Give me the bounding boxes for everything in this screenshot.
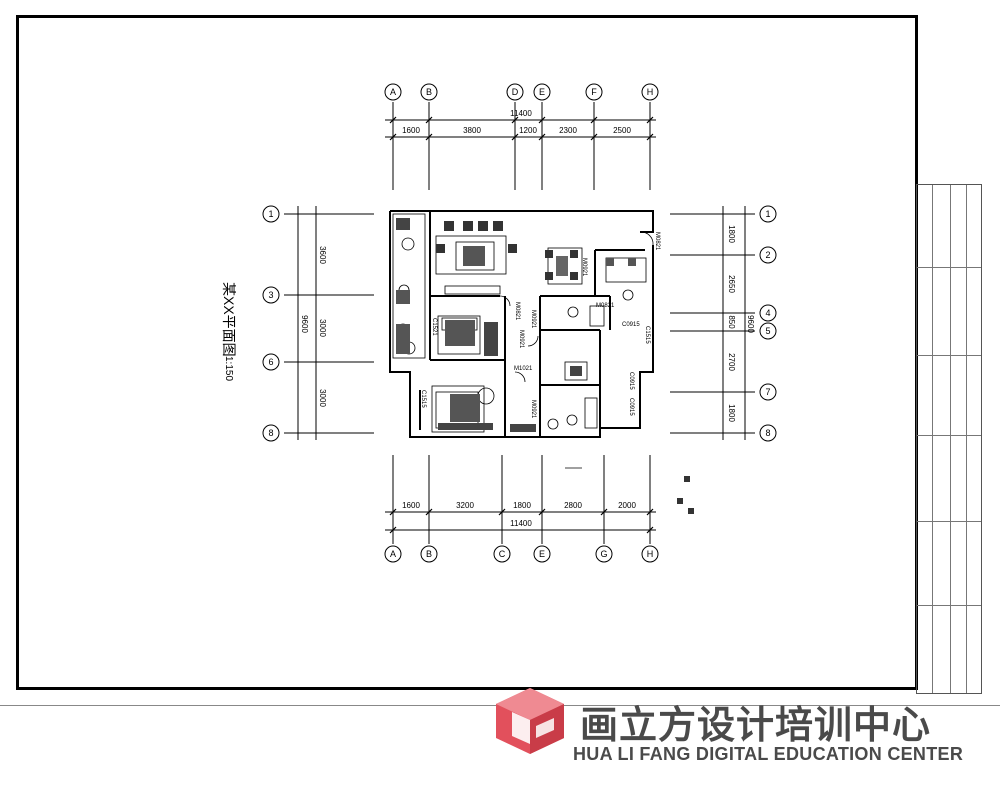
drawing-scale: 1:150 xyxy=(223,356,234,381)
door-label: M0821 xyxy=(654,232,660,251)
axis-label-top: B xyxy=(426,87,432,97)
dimension-total-left: 9600 xyxy=(300,315,309,333)
dimension-top: 2300 xyxy=(559,126,577,135)
dimension-bottom: 2000 xyxy=(618,501,636,510)
axis-label-bottom: E xyxy=(539,549,545,559)
drawing-title: 某XX平面图 xyxy=(221,282,237,357)
dimension-left: 3600 xyxy=(318,246,327,264)
title-block-divider xyxy=(917,521,981,522)
axis-label-right: 4 xyxy=(765,308,770,318)
axis-label-left: 3 xyxy=(268,290,273,300)
window-label: C0915 xyxy=(628,398,634,416)
door-label: M0821 xyxy=(596,303,615,309)
dimension-total-top: 11400 xyxy=(510,109,532,118)
door-label: M0921 xyxy=(530,310,536,329)
title-block-divider xyxy=(950,185,951,693)
axis-label-left: 1 xyxy=(268,209,273,219)
dimension-right: 2650 xyxy=(727,275,736,293)
watermark-en: HUA LI FANG DIGITAL EDUCATION CENTER xyxy=(573,744,964,764)
window-label: C1515 xyxy=(644,326,650,344)
axis-label-bottom: A xyxy=(390,549,396,559)
title-block-divider xyxy=(932,185,933,693)
axis-label-left: 6 xyxy=(268,357,273,367)
axis-label-top: A xyxy=(390,87,396,97)
dimension-right: 1800 xyxy=(727,225,736,243)
axis-label-bottom: G xyxy=(600,549,607,559)
axis-label-right: 5 xyxy=(765,326,770,336)
axis-label-top: H xyxy=(647,87,654,97)
window-label: C0915 xyxy=(622,322,640,328)
title-block-divider xyxy=(966,185,967,693)
dimension-total-right: 9600 xyxy=(746,315,755,333)
dimension-left: 3000 xyxy=(318,319,327,337)
axis-label-right: 7 xyxy=(765,387,770,397)
window-label: C1515 xyxy=(420,390,426,408)
axis-label-bottom: H xyxy=(647,549,654,559)
axis-label-top: D xyxy=(512,87,519,97)
title-block xyxy=(916,184,982,694)
axis-label-right: 8 xyxy=(765,428,770,438)
axis-label-top: E xyxy=(539,87,545,97)
dimension-top: 2500 xyxy=(613,126,631,135)
title-block-divider xyxy=(917,605,981,606)
axis-label-bottom: C xyxy=(499,549,506,559)
dimension-top: 3800 xyxy=(463,126,481,135)
watermark-logo-icon xyxy=(496,688,564,754)
axis-label-top: F xyxy=(591,87,597,97)
dimension-left: 3000 xyxy=(318,389,327,407)
dimension-right: 2700 xyxy=(727,353,736,371)
door-label: M0921 xyxy=(518,330,524,349)
dimension-bottom: 2800 xyxy=(564,501,582,510)
dimension-right: 850 xyxy=(727,315,736,329)
axis-label-bottom: B xyxy=(426,549,432,559)
door-label: M1021 xyxy=(514,366,533,372)
window-label: C1521 xyxy=(431,318,437,336)
door-label: M0821 xyxy=(514,302,520,321)
door-label: M0921 xyxy=(581,258,587,277)
dimension-total-bottom: 11400 xyxy=(510,519,532,528)
title-block-divider xyxy=(917,435,981,436)
title-block-divider xyxy=(917,267,981,268)
dimension-right: 1800 xyxy=(727,404,736,422)
axis-label-right: 2 xyxy=(765,250,770,260)
axis-label-left: 8 xyxy=(268,428,273,438)
window-label: C0915 xyxy=(628,372,634,390)
watermark-cn: 画立方设计培训中心 xyxy=(580,703,932,747)
dimension-bottom: 1800 xyxy=(513,501,531,510)
dimension-top: 1200 xyxy=(519,126,537,135)
door-label: M0921 xyxy=(530,400,536,419)
title-block-divider xyxy=(917,355,981,356)
axis-label-right: 1 xyxy=(765,209,770,219)
dimension-top: 1600 xyxy=(402,126,420,135)
dimension-bottom: 1600 xyxy=(402,501,420,510)
dimension-bottom: 3200 xyxy=(456,501,474,510)
